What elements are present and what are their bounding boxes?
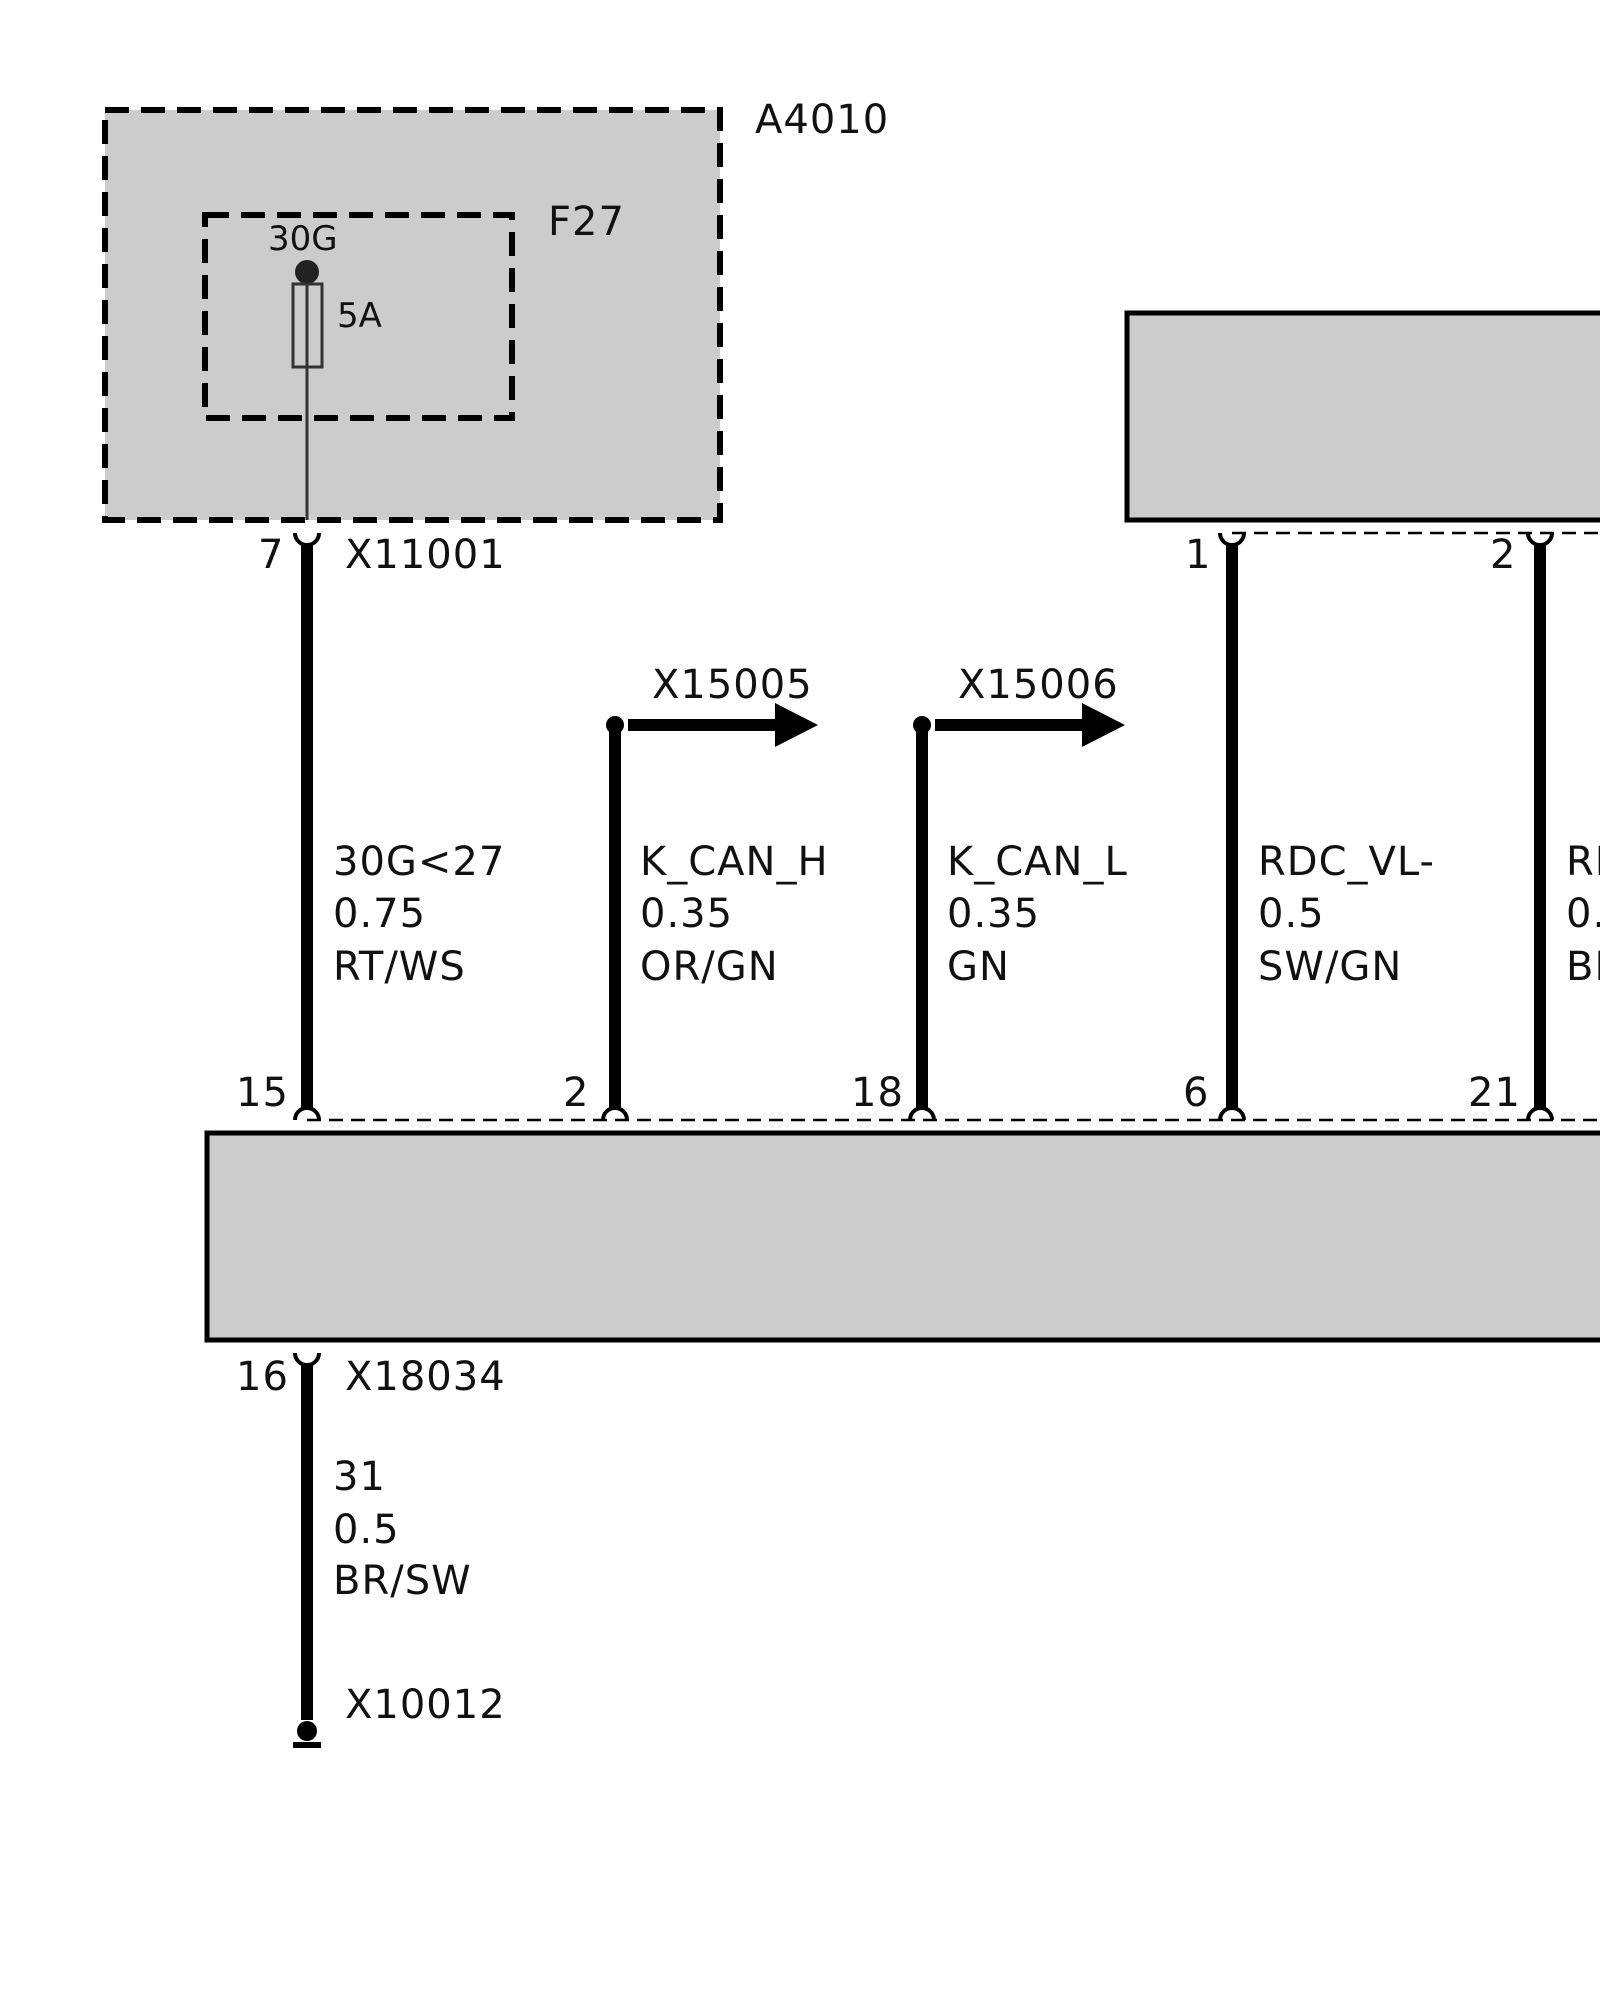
main-pin-18-number: 18 bbox=[851, 1070, 904, 1116]
wire-k-can-h-color: OR/GN bbox=[640, 944, 779, 990]
main-module bbox=[204, 1130, 1600, 1343]
wire-rdc-vl-gauge: 0.5 bbox=[1258, 891, 1325, 937]
wire-30g-color: RT/WS bbox=[333, 944, 466, 990]
fuse-carrier-label: A4010 bbox=[755, 97, 889, 143]
connector-x18034-pin bbox=[293, 1352, 321, 1367]
fuse-terminal-dot bbox=[295, 260, 319, 284]
wire-k-can-l-gauge: 0.35 bbox=[947, 891, 1040, 937]
main-pin-6-number: 6 bbox=[1183, 1070, 1209, 1116]
ground-point-dot bbox=[297, 1721, 317, 1741]
top-right-pin-2-number: 2 bbox=[1490, 532, 1516, 578]
wire-k-can-h-gauge: 0.35 bbox=[640, 891, 733, 937]
wire-rdc-vl-signal: RDC_VL- bbox=[1258, 839, 1435, 885]
k-can-l-arrow-head bbox=[1082, 703, 1125, 747]
x15006-label: X15006 bbox=[958, 662, 1119, 708]
fuse-rating-label: 5A bbox=[337, 296, 382, 336]
main-pin-18 bbox=[908, 1106, 936, 1121]
wire-ground-signal: 31 bbox=[333, 1454, 386, 1500]
k-can-h-arrow-head bbox=[775, 703, 818, 747]
main-pin-15 bbox=[293, 1106, 321, 1121]
fuse-f27-label: F27 bbox=[548, 199, 625, 245]
wire-30g-gauge: 0.75 bbox=[333, 891, 426, 937]
wire-rdc-vl-color: SW/GN bbox=[1258, 944, 1402, 990]
top-right-pin-1 bbox=[1218, 532, 1246, 547]
x15005-label: X15005 bbox=[652, 662, 813, 708]
main-pin-15-number: 15 bbox=[236, 1070, 289, 1116]
x10012-label: X10012 bbox=[345, 1682, 506, 1728]
wire-ground-color: BR/SW bbox=[333, 1558, 472, 1604]
wire-k-can-l-end bbox=[913, 716, 931, 734]
x11001-pin-number: 7 bbox=[258, 532, 284, 578]
wire-k-can-l-color: GN bbox=[947, 944, 1010, 990]
wire-rd-color: BL bbox=[1566, 944, 1600, 990]
x18034-label: X18034 bbox=[345, 1354, 506, 1400]
x11001-label: X11001 bbox=[345, 532, 506, 578]
wire-k-can-h-end bbox=[606, 716, 624, 734]
top-right-pin-2 bbox=[1526, 532, 1554, 547]
wire-k-can-h-signal: K_CAN_H bbox=[640, 839, 829, 885]
fuse-terminal-label: 30G bbox=[268, 219, 338, 259]
wire-ground-gauge: 0.5 bbox=[333, 1507, 400, 1553]
main-pin-2 bbox=[601, 1106, 629, 1121]
wire-30g-signal: 30G<27 bbox=[333, 839, 505, 885]
fuse-f27-box bbox=[202, 212, 515, 421]
fuse-carrier-a4010 bbox=[102, 107, 723, 523]
main-pin-21 bbox=[1526, 1106, 1554, 1121]
wire-rd-signal: RD bbox=[1566, 839, 1600, 885]
top-right-pin-1-number: 1 bbox=[1185, 532, 1211, 578]
connector-x11001-pin bbox=[293, 532, 321, 547]
main-pin-21-number: 21 bbox=[1468, 1070, 1521, 1116]
wire-k-can-l-signal: K_CAN_L bbox=[947, 839, 1128, 885]
main-pin-6 bbox=[1218, 1106, 1246, 1121]
top-right-module bbox=[1124, 310, 1600, 523]
main-pin-2-number: 2 bbox=[563, 1070, 589, 1116]
x18034-pin-number: 16 bbox=[236, 1354, 289, 1400]
wire-rd-gauge: 0. bbox=[1566, 891, 1600, 937]
